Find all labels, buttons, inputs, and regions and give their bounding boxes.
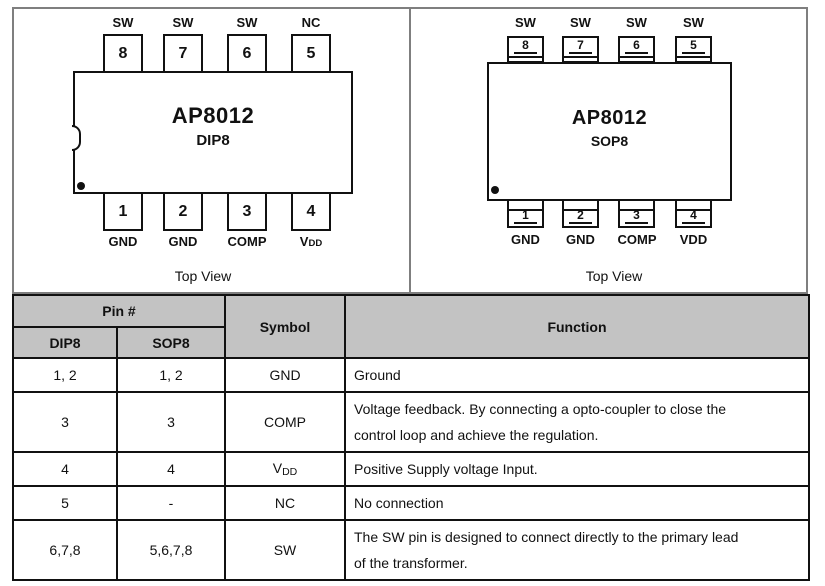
sop8-pin-cell: - [116,485,226,521]
dip8-pin-cell: 4 [12,451,118,487]
dip8-pin-8: 8 [103,34,143,73]
sop8-pin-cell: 5,6,7,8 [116,519,226,581]
dip8-bottom-pin-label: GND [168,234,198,249]
sop8-pin-divider [509,56,542,58]
panel-divider [409,9,411,292]
table-row: 3 3 COMP Voltage feedback. By connecting… [12,391,810,453]
symbol-cell: SW [224,519,346,581]
vdd-symbol-base: V [272,460,283,476]
function-cell: Ground [344,357,810,393]
table-row: 5 - NC No connection [12,485,810,521]
function-cell: Voltage feedback. By connecting a opto-c… [344,391,810,453]
sop8-chip-body: AP8012 SOP8 [487,62,732,201]
dip8-pin1-dot [77,182,85,190]
sop8-pin-8-number: 8 [513,39,538,54]
sop8-pin-cell: 4 [116,451,226,487]
dip8-pin-6: 6 [227,34,267,73]
sop8-top-pin-label: SW [683,15,704,30]
sop8-chip-name: AP8012 [571,107,648,129]
dip8-pin-3: 3 [227,192,267,231]
symbol-cell: GND [224,357,346,393]
symbol-cell: COMP [224,391,346,453]
sop8-pin-8: 8 [507,36,544,63]
sop8-bottom-pin-label: GND [511,232,540,247]
dip8-pin-4: 4 [291,192,331,231]
sop8-top-pin-label: SW [626,15,647,30]
pin-function-table: Pin # Symbol Function DIP8 SOP8 1, 2 1, … [12,294,810,581]
dip8-chip-name: AP8012 [171,103,255,128]
header-function: Function [344,294,810,359]
dip8-bottom-pin-label: GND [108,234,138,249]
sop8-bottom-pin-label: COMP [617,232,657,247]
sop8-pin-cell: 3 [116,391,226,453]
sop8-pin-3-number: 3 [624,209,649,224]
sop8-pin-cell: 1, 2 [116,357,226,393]
function-cell: The SW pin is designed to connect direct… [344,519,810,581]
sop8-pin-6-number: 6 [624,39,649,54]
dip8-bottom-pin-label: VDD [287,234,335,249]
sop8-top-pin-label: SW [515,15,536,30]
sop8-pin-4: 4 [675,199,712,228]
dip8-caption: Top View [174,268,232,284]
dip8-pin-cell: 5 [12,485,118,521]
dip8-pin-cell: 3 [12,391,118,453]
sop8-pin-6: 6 [618,36,655,63]
dip8-top-pin-label: NC [301,15,321,30]
sop8-bottom-pin-label: GND [566,232,595,247]
symbol-cell: NC [224,485,346,521]
vdd-subscript: DD [308,238,323,249]
sop8-pin-3: 3 [618,199,655,228]
sop8-pin-divider [564,56,597,58]
sop8-pin-2-number: 2 [568,209,593,224]
sop8-top-pin-label: SW [570,15,591,30]
dip8-bottom-pin-label: COMP [227,234,267,249]
dip8-pin-5: 5 [291,34,331,73]
dip8-chip-body: AP8012 DIP8 [73,71,353,194]
sop8-pin-divider [564,209,597,211]
sop8-package-label: SOP8 [590,133,629,149]
header-sop8: SOP8 [116,326,226,359]
header-dip8: DIP8 [12,326,118,359]
vdd-base: V [299,234,309,249]
sop8-pin-divider [509,209,542,211]
sop8-pin-4-number: 4 [681,209,706,224]
header-pin-group: Pin # [12,294,226,328]
sop8-pin1-dot [491,186,499,194]
dip8-package-label: DIP8 [196,132,230,149]
sop8-pin-1: 1 [507,199,544,228]
table-row: 1, 2 1, 2 GND Ground [12,357,810,393]
sop8-pin-7: 7 [562,36,599,63]
sop8-pin-divider [620,56,653,58]
table-row: 4 4 VDD Positive Supply voltage Input. [12,451,810,487]
sop8-pin-5: 5 [675,36,712,63]
sop8-pin-divider [677,56,710,58]
dip8-top-pin-label: SW [112,15,134,30]
dip8-pin-7: 7 [163,34,203,73]
sop8-pin-5-number: 5 [681,39,706,54]
dip8-top-pin-label: SW [236,15,258,30]
vdd-symbol-subscript: DD [282,466,298,478]
sop8-bottom-pin-label: VDD [679,232,708,247]
sop8-pin-1-number: 1 [513,209,538,224]
dip8-top-pin-label: SW [172,15,194,30]
sop8-pin-divider [677,209,710,211]
function-cell: No connection [344,485,810,521]
header-symbol: Symbol [224,294,346,359]
function-cell: Positive Supply voltage Input. [344,451,810,487]
dip8-pin-1: 1 [103,192,143,231]
dip8-pin-cell: 6,7,8 [12,519,118,581]
table-row: 6,7,8 5,6,7,8 SW The SW pin is designed … [12,519,810,581]
sop8-pin-divider [620,209,653,211]
sop8-pin-2: 2 [562,199,599,228]
sop8-pin-7-number: 7 [568,39,593,54]
symbol-cell: VDD [224,451,346,487]
dip8-pin-cell: 1, 2 [12,357,118,393]
dip8-pin-2: 2 [163,192,203,231]
sop8-caption: Top View [585,268,643,284]
